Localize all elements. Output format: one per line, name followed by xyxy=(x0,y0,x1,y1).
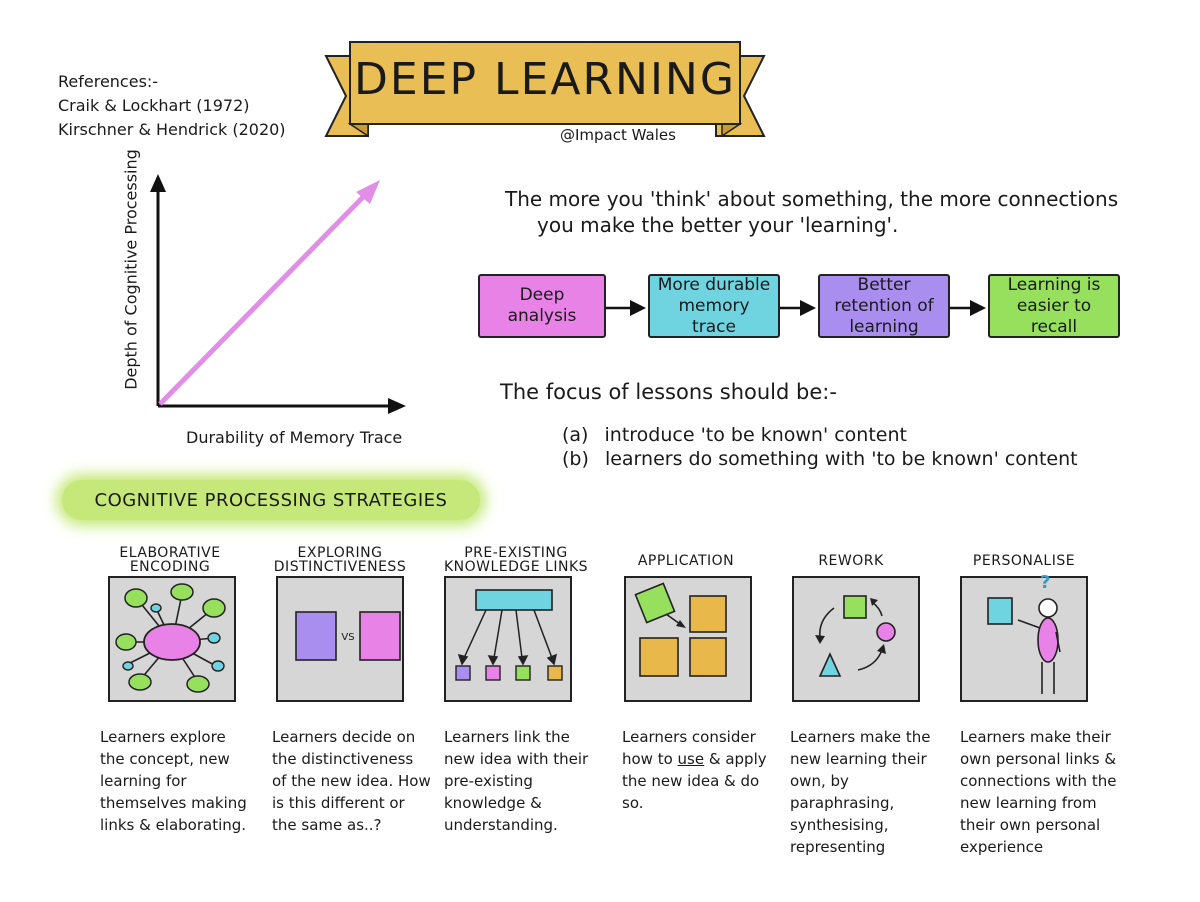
hierarchy-icon xyxy=(455,589,563,681)
strategy-title-personalise: PERSONALISE xyxy=(972,553,1076,569)
strategy-title-distinctiveness: EXPLORING DISTINCTIVENESS xyxy=(273,545,407,575)
panel-rework xyxy=(792,576,920,702)
strategy-title-elaborative: ELABORATIVE ENCODING xyxy=(119,545,221,575)
description-rework: Learners make the new learning their own… xyxy=(790,728,931,856)
tagline: The more you 'think' about something, th… xyxy=(505,186,1145,238)
references: References:- Craik & Lockhart (1972) Kir… xyxy=(58,70,286,142)
vs-label: VS xyxy=(341,632,355,643)
flow-box-durable-memory: More durable memory trace xyxy=(648,274,780,338)
description-application: Learners consider how to use & apply the… xyxy=(622,728,767,812)
person-question-icon xyxy=(987,597,1061,694)
section-label: COGNITIVE PROCESSING STRATEGIES xyxy=(62,480,480,520)
tagline-line: you make the better your 'learning'. xyxy=(537,213,899,237)
author-handle: @Impact Wales xyxy=(560,126,676,144)
focus-text: introduce 'to be known' content xyxy=(604,424,907,446)
x-axis-label: Durability of Memory Trace xyxy=(186,428,403,447)
flow-arrow-icon xyxy=(950,300,986,316)
strategy-title-rework: REWORK xyxy=(818,553,884,569)
panel-application xyxy=(624,576,752,702)
description-elaborative: Learners explore the concept, new learni… xyxy=(100,728,247,834)
flow-arrow-icon xyxy=(780,300,816,316)
focus-title: The focus of lessons should be:- xyxy=(500,380,837,404)
flow-box-deep-analysis: Deep analysis xyxy=(478,274,606,338)
y-axis-label: Depth of Cognitive Processing xyxy=(121,149,141,390)
description-distinctiveness: Learners decide on the distinctiveness o… xyxy=(272,728,431,834)
flow-box-better-retention: Better retention of learning xyxy=(818,274,950,338)
panel-personalise: ? xyxy=(960,572,1088,702)
tagline-line: The more you 'think' about something, th… xyxy=(505,187,1119,211)
description-personalise: Learners make their own personal links &… xyxy=(960,728,1117,856)
flow-arrows xyxy=(606,300,986,316)
strategy-title-application: APPLICATION xyxy=(637,553,735,569)
strategy-title-knowledge-links: PRE-EXISTING KNOWLEDGE LINKS xyxy=(443,545,589,575)
trend-arrowhead-icon xyxy=(356,180,380,204)
trend-arrow xyxy=(158,190,370,406)
focus-item: (b) learners do something with 'to be kn… xyxy=(562,448,1078,470)
panel-exploring-distinctiveness: VS xyxy=(276,576,404,702)
flow-box-easier-recall: Learning is easier to recall xyxy=(988,274,1120,338)
focus-item: (a) introduce 'to be known' content xyxy=(562,424,907,446)
panel-knowledge-links xyxy=(444,576,572,702)
emphasis-use: use xyxy=(677,750,705,768)
reference-item: Craik & Lockhart (1972) xyxy=(58,96,250,115)
versus-icon xyxy=(295,611,401,661)
question-mark-icon: ? xyxy=(1040,572,1051,593)
focus-marker: (a) xyxy=(562,424,589,446)
x-axis-arrow-icon xyxy=(388,398,406,414)
references-heading: References:- xyxy=(58,72,159,91)
page-title: DEEP LEARNING xyxy=(354,54,736,105)
title-banner: DEEP LEARNING xyxy=(320,40,770,160)
reference-item: Kirschner & Hendrick (2020) xyxy=(58,120,286,139)
flow-arrow-icon xyxy=(606,300,646,316)
depth-durability-graph xyxy=(110,170,420,430)
y-axis-arrow-icon xyxy=(150,174,166,192)
description-knowledge-links: Learners link the new idea with their pr… xyxy=(444,728,589,834)
panel-elaborative-encoding xyxy=(108,576,236,702)
apply-blocks-icon xyxy=(634,582,727,677)
cycle-shapes-icon xyxy=(815,595,896,677)
focus-text: learners do something with 'to be known'… xyxy=(604,448,1078,470)
focus-marker: (b) xyxy=(562,448,589,470)
mind-map-icon xyxy=(115,583,226,693)
